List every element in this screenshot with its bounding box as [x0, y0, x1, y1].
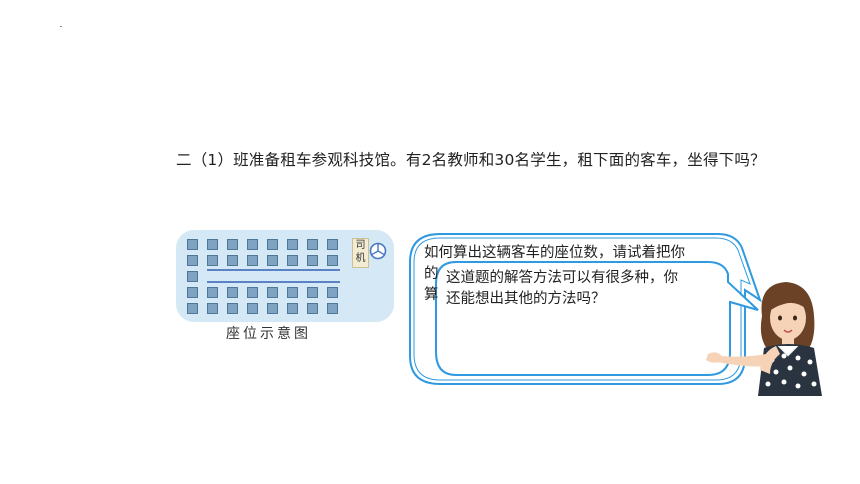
bus-seat [267, 287, 278, 298]
driver-label-text: 司机 [355, 240, 366, 264]
bus-seat [187, 271, 198, 282]
bus-seat [267, 239, 278, 250]
bus-seat [327, 255, 338, 266]
bus-seat [287, 239, 298, 250]
bus-seat [307, 255, 318, 266]
driver-seat-label: 司机 [352, 238, 369, 268]
bus-seat [187, 239, 198, 250]
bus-seat [227, 303, 238, 314]
bus-seat [327, 287, 338, 298]
speech-front-text: 这道题的解答方法可以有很多种，你 还能想出其他的方法吗？ [446, 268, 746, 310]
bus-seat [227, 239, 238, 250]
speech-back-line1: 如何算出这辆客车的座位数，请试着把你 [424, 245, 685, 261]
speech-front-line2: 还能想出其他的方法吗？ [446, 291, 606, 307]
speech-back-text: 如何算出这辆客车的座位数，请试着把你 的 算 [424, 243, 724, 285]
bus-seat [247, 255, 258, 266]
teacher-illustration [706, 282, 822, 396]
speech-back-line2: 的 [424, 266, 439, 282]
aisle-line-bottom [207, 281, 340, 283]
bus-seat [227, 255, 238, 266]
bus-seat [187, 303, 198, 314]
bus-seat [267, 303, 278, 314]
bus-seat [307, 239, 318, 250]
diagram-caption: 座位示意图 [226, 326, 311, 342]
steering-wheel-icon [369, 242, 387, 260]
bus-seat [207, 255, 218, 266]
bus-seat [207, 303, 218, 314]
speech-back-text-tail: 算 [424, 285, 724, 306]
aisle-line-top [207, 269, 340, 271]
bus-seat [287, 255, 298, 266]
speech-front-line1: 这道题的解答方法可以有很多种，你 [446, 270, 678, 286]
speech-back-line3-visible: 算 [424, 287, 439, 303]
bus-seat [267, 255, 278, 266]
problem-statement: 二（1）班准备租车参观科技馆。有2名教师和30名学生，租下面的客车，坐得下吗？ [176, 151, 766, 169]
speech-bubble-front [435, 261, 759, 376]
bus-seat [287, 287, 298, 298]
bus-seat [247, 303, 258, 314]
bus-seat [227, 287, 238, 298]
bus-seat [207, 239, 218, 250]
bus-seat [307, 303, 318, 314]
bus-seat [247, 287, 258, 298]
bus-seat [307, 287, 318, 298]
bus-seat [247, 239, 258, 250]
bus-seat [287, 303, 298, 314]
bus-seat [327, 239, 338, 250]
bus-seat [187, 255, 198, 266]
bus-seat [187, 287, 198, 298]
bus-seat [327, 303, 338, 314]
decorative-dot [60, 26, 62, 27]
bus-seat [207, 287, 218, 298]
